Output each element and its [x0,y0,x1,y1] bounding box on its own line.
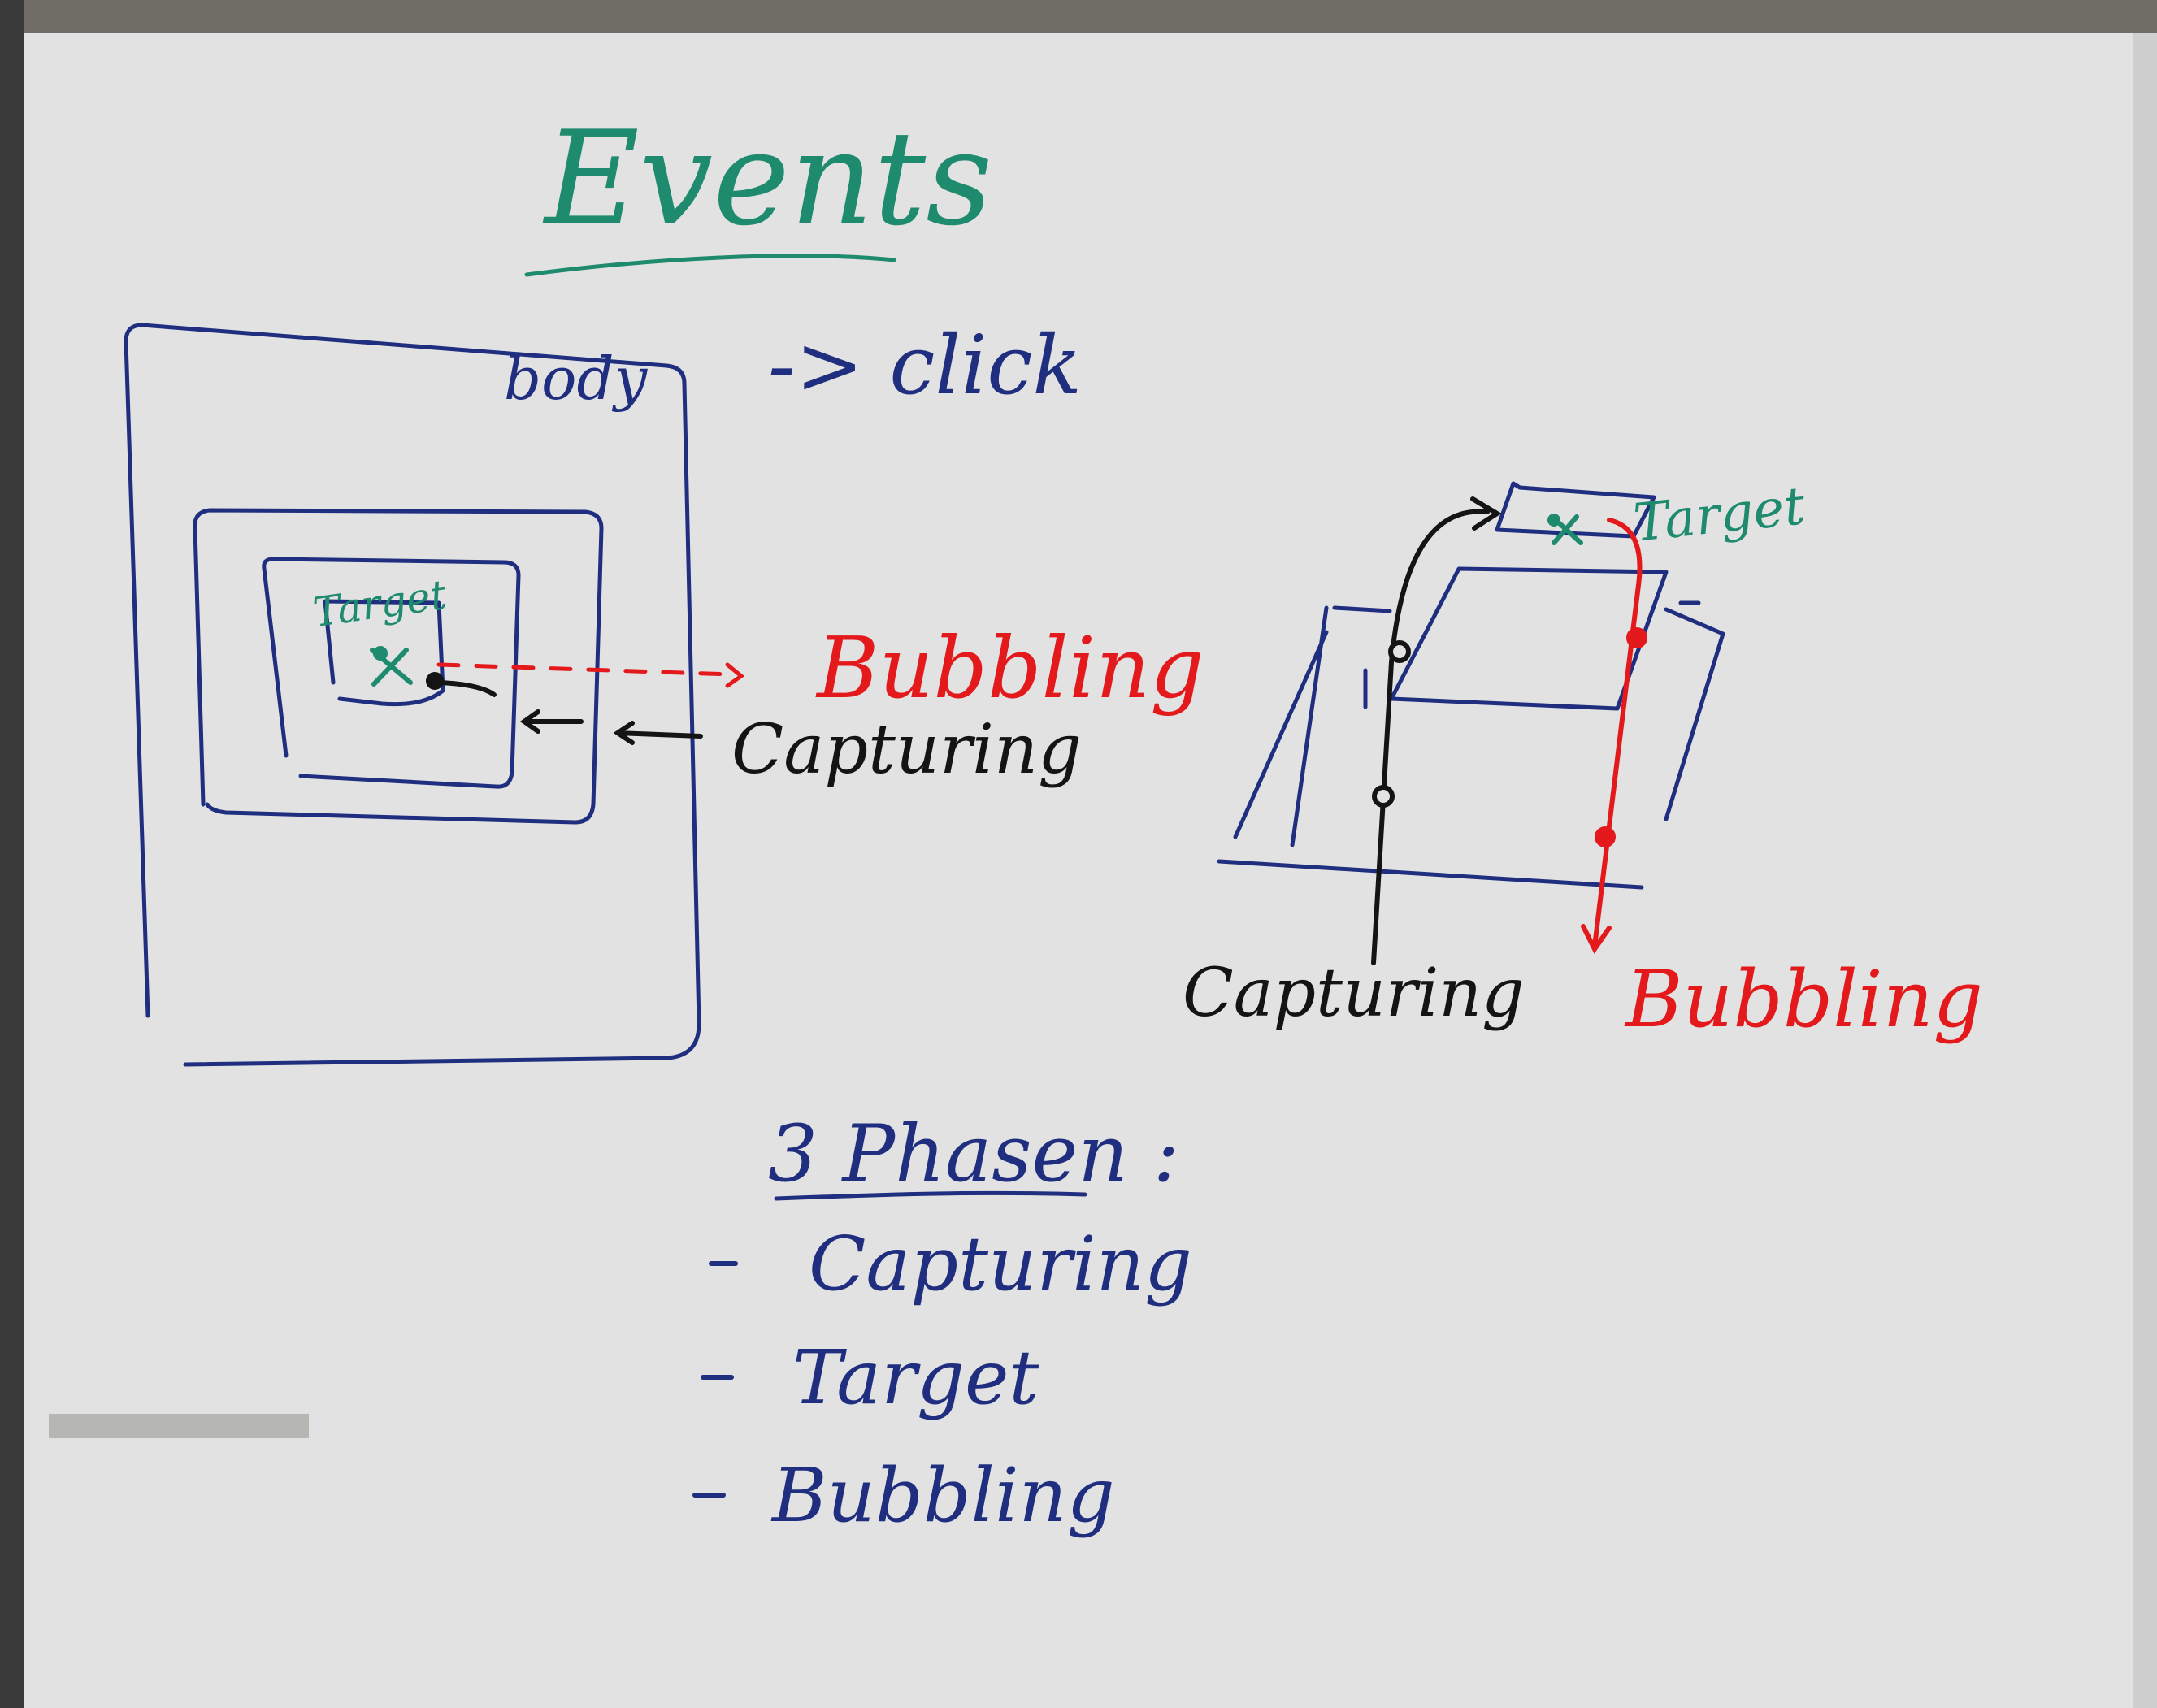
capturing-label-left: Capturing [731,709,1082,789]
target-marker-right [1547,514,1583,545]
board-top-frame [0,0,2157,33]
phase-item-target: Target [792,1334,1039,1421]
board-surface [24,33,2137,1708]
phase-item-bubbling: Bubbling [772,1452,1115,1539]
capturing-path-right [1371,496,1502,965]
board-smudge [49,1414,309,1438]
phases-heading: 3 Phasen : [768,1108,1180,1199]
capturing-arrow-left [426,672,703,745]
bubbling-label-left: Bubbling [817,618,1204,717]
phase-list-bullets [692,1261,738,1498]
middle-element-box [262,557,521,789]
bubbling-path-right [1581,518,1647,954]
title-underline [524,254,896,277]
target-element-box [323,599,445,707]
bubbling-arrow-left [436,662,745,688]
board-left-frame [0,0,24,1708]
board-title: Events [545,102,993,254]
board-right-edge [2133,33,2157,1708]
event-label: -> click [768,318,1082,413]
target-marker-left [370,646,413,687]
outer-element-box [193,508,604,825]
body-box [124,323,701,1067]
bubbling-label-right: Bubbling [1625,954,1983,1045]
right-layer-stack [1217,481,1725,890]
capturing-label-right: Capturing [1183,955,1525,1032]
phase-item-capturing: Capturing [809,1220,1192,1307]
body-label: body [504,345,648,413]
phases-heading-underline [774,1190,1087,1201]
